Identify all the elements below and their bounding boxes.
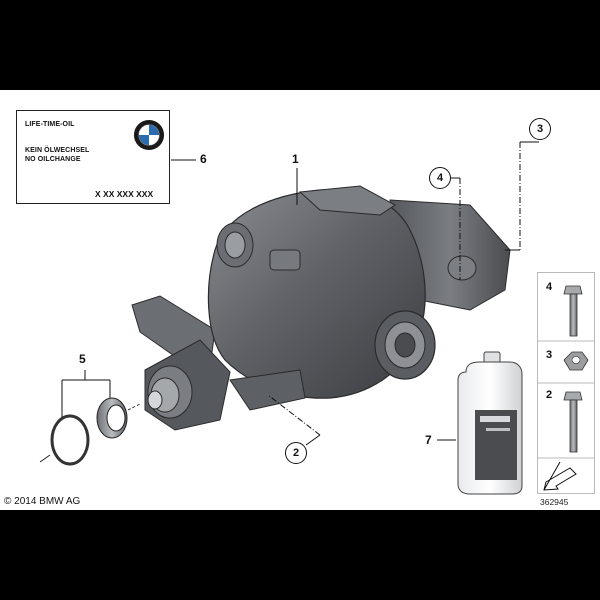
callout-1: 1 (292, 152, 299, 166)
label-line-kein-olwechsel: KEIN ÖLWECHSEL (25, 147, 90, 154)
leader-bracket-3 (505, 141, 539, 251)
leader-bracket-4 (450, 177, 461, 280)
direction-arrow-icon (543, 461, 577, 491)
leader-bracket-5 (61, 370, 111, 418)
oil-label-card: LIFE-TIME-OIL KEIN ÖLWECHSEL NO OILCHANG… (16, 110, 170, 204)
label-line-lifetime-oil: LIFE-TIME-OIL (25, 121, 75, 128)
differential-housing (131, 185, 511, 431)
label-part-code: X XX XXX XXX (95, 189, 154, 199)
callout-4: 4 (429, 167, 451, 189)
o-ring (39, 414, 90, 466)
diagram-id: 362945 (540, 497, 569, 507)
panel-number-bolt-2: 2 (546, 389, 553, 401)
panel-number-bolt-4: 4 (546, 281, 553, 293)
bolt-4-icon (563, 285, 583, 337)
oil-bottle (457, 351, 523, 495)
callout-5: 5 (79, 352, 86, 366)
bmw-logo-icon (133, 119, 165, 151)
callout-3: 3 (529, 118, 551, 140)
copyright-text: © 2014 BMW AG (4, 496, 81, 507)
callout-6: 6 (200, 152, 207, 166)
panel-number-nut-3: 3 (546, 349, 553, 361)
label-line-no-oilchange: NO OILCHANGE (25, 156, 81, 163)
callout-7: 7 (425, 433, 432, 447)
callout-2: 2 (285, 442, 307, 464)
shaft-seal (96, 397, 128, 439)
nut-3-icon (563, 351, 589, 371)
leader-bracket-2 (267, 394, 321, 446)
bolt-2-icon (563, 391, 583, 453)
